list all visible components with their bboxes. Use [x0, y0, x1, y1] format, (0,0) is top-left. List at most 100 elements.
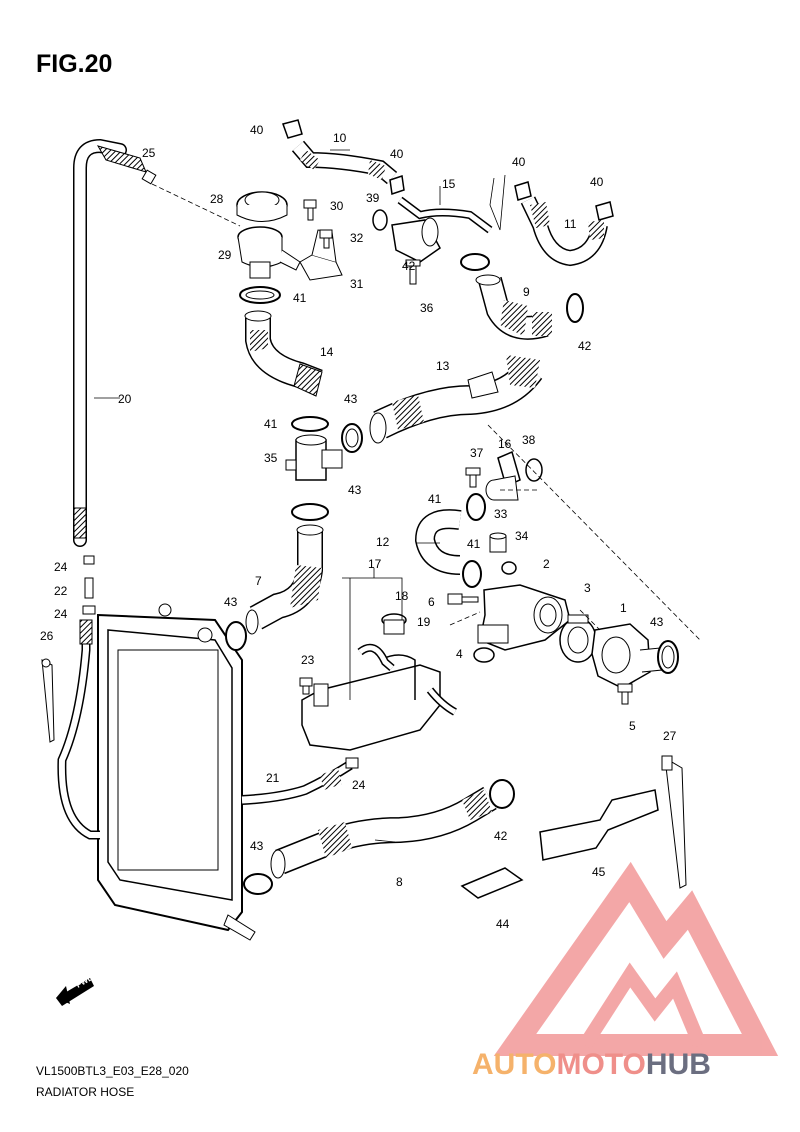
bolt-5 [617, 683, 633, 705]
filler-neck-29 [237, 226, 301, 279]
callout-24-a: 24 [54, 560, 68, 574]
drawing-caption: RADIATOR HOSE [36, 1085, 135, 1099]
callout-40-d: 40 [590, 175, 604, 189]
callout-10: 10 [333, 131, 347, 145]
callout-44: 44 [496, 917, 510, 931]
clamp-41-b [291, 416, 329, 432]
housing-2 [477, 584, 571, 651]
callout-27: 27 [663, 729, 677, 743]
callout-34: 34 [515, 529, 529, 543]
clamp-41-c [466, 493, 486, 521]
housing-35 [285, 434, 343, 481]
callout-28: 28 [210, 192, 224, 206]
drawing-code: VL1500BTL3_E03_E28_020 [36, 1064, 189, 1078]
callout-41-d: 41 [467, 537, 481, 551]
figure-title: FIG.20 [36, 50, 113, 78]
pipe-15 [391, 196, 493, 263]
watermark-text: AUTOMOTOHUB [472, 1048, 711, 1082]
hose-13 [369, 355, 543, 444]
bolt-32 [319, 229, 333, 249]
bolt-36 [405, 259, 421, 285]
radiator [57, 603, 256, 941]
guide-lines [151, 183, 701, 641]
callout-3: 3 [584, 581, 591, 595]
watermark-part-hub: HUB [645, 1048, 711, 1081]
hose-7 [245, 524, 324, 635]
leader-lines [94, 149, 506, 843]
callout-12: 12 [376, 535, 390, 549]
callout-41-c: 41 [428, 492, 442, 506]
callout-18: 18 [395, 589, 409, 603]
callout-33: 33 [494, 507, 508, 521]
clamp-42-a [460, 253, 490, 271]
clamp-41-a [239, 286, 281, 304]
o-ring-39 [372, 209, 388, 231]
part-33 [489, 532, 507, 553]
callout-43-d: 43 [650, 615, 664, 629]
callout-19: 19 [417, 615, 431, 629]
callout-32: 32 [350, 231, 364, 245]
callout-41-b: 41 [264, 417, 278, 431]
callout-4: 4 [456, 647, 463, 661]
callout-36: 36 [420, 301, 434, 315]
callout-8: 8 [396, 875, 403, 889]
callout-2: 2 [543, 557, 550, 571]
hose-14 [244, 310, 323, 397]
callout-38: 38 [522, 433, 536, 447]
callout-43-e: 43 [250, 839, 264, 853]
tie-27 [661, 755, 687, 889]
callout-35: 35 [264, 451, 278, 465]
callout-29: 29 [218, 248, 232, 262]
clamp-43-b [291, 503, 329, 521]
callout-40-a: 40 [250, 123, 264, 137]
hose-9 [475, 274, 552, 340]
callout-25: 25 [142, 146, 156, 160]
clamp-42-c [489, 779, 515, 809]
callout-24-c: 24 [352, 778, 366, 792]
watermark-logo [493, 861, 779, 1056]
callout-39: 39 [366, 191, 380, 205]
clamp-43-c [225, 621, 247, 651]
clamp-40-c [514, 181, 532, 201]
bolt-6 [447, 593, 479, 605]
hose-12 [414, 509, 462, 575]
callout-45: 45 [592, 865, 606, 879]
o-ring-38 [525, 458, 543, 482]
joint-22 [82, 555, 96, 615]
part-16 [485, 450, 521, 501]
clamp-40-d [595, 201, 614, 221]
callout-14: 14 [320, 345, 334, 359]
callout-42-b: 42 [578, 339, 592, 353]
callout-26: 26 [40, 629, 54, 643]
callout-13: 13 [436, 359, 450, 373]
callout-9: 9 [523, 285, 530, 299]
clamp-41-d [462, 560, 482, 588]
fwd-arrow-icon: FWD [56, 973, 95, 1006]
hose-10 [291, 140, 398, 185]
callout-1: 1 [620, 601, 627, 615]
reservoir-17 [301, 654, 441, 751]
clamp-42-b [566, 293, 584, 323]
callout-22: 22 [54, 584, 68, 598]
callout-11: 11 [564, 217, 577, 231]
callout-43-c: 43 [224, 595, 238, 609]
callout-23: 23 [301, 653, 315, 667]
hose-19 [357, 643, 457, 716]
hose-11 [520, 196, 608, 267]
callout-6: 6 [428, 595, 435, 609]
callout-40-b: 40 [390, 147, 404, 161]
hose-20 [73, 138, 157, 547]
callout-24-b: 24 [54, 607, 68, 621]
callout-7: 7 [255, 574, 262, 588]
callout-37: 37 [470, 446, 484, 460]
callout-30: 30 [330, 199, 344, 213]
bolt-23 [299, 677, 313, 695]
clamp-43-e [243, 873, 273, 895]
bolt-37 [465, 467, 481, 488]
radiator-cap-28 [236, 191, 288, 222]
cap-18 [381, 613, 407, 635]
watermark-part-auto: AUTO [472, 1048, 557, 1081]
callout-43-a: 43 [344, 392, 358, 406]
hose-21 [241, 757, 359, 805]
